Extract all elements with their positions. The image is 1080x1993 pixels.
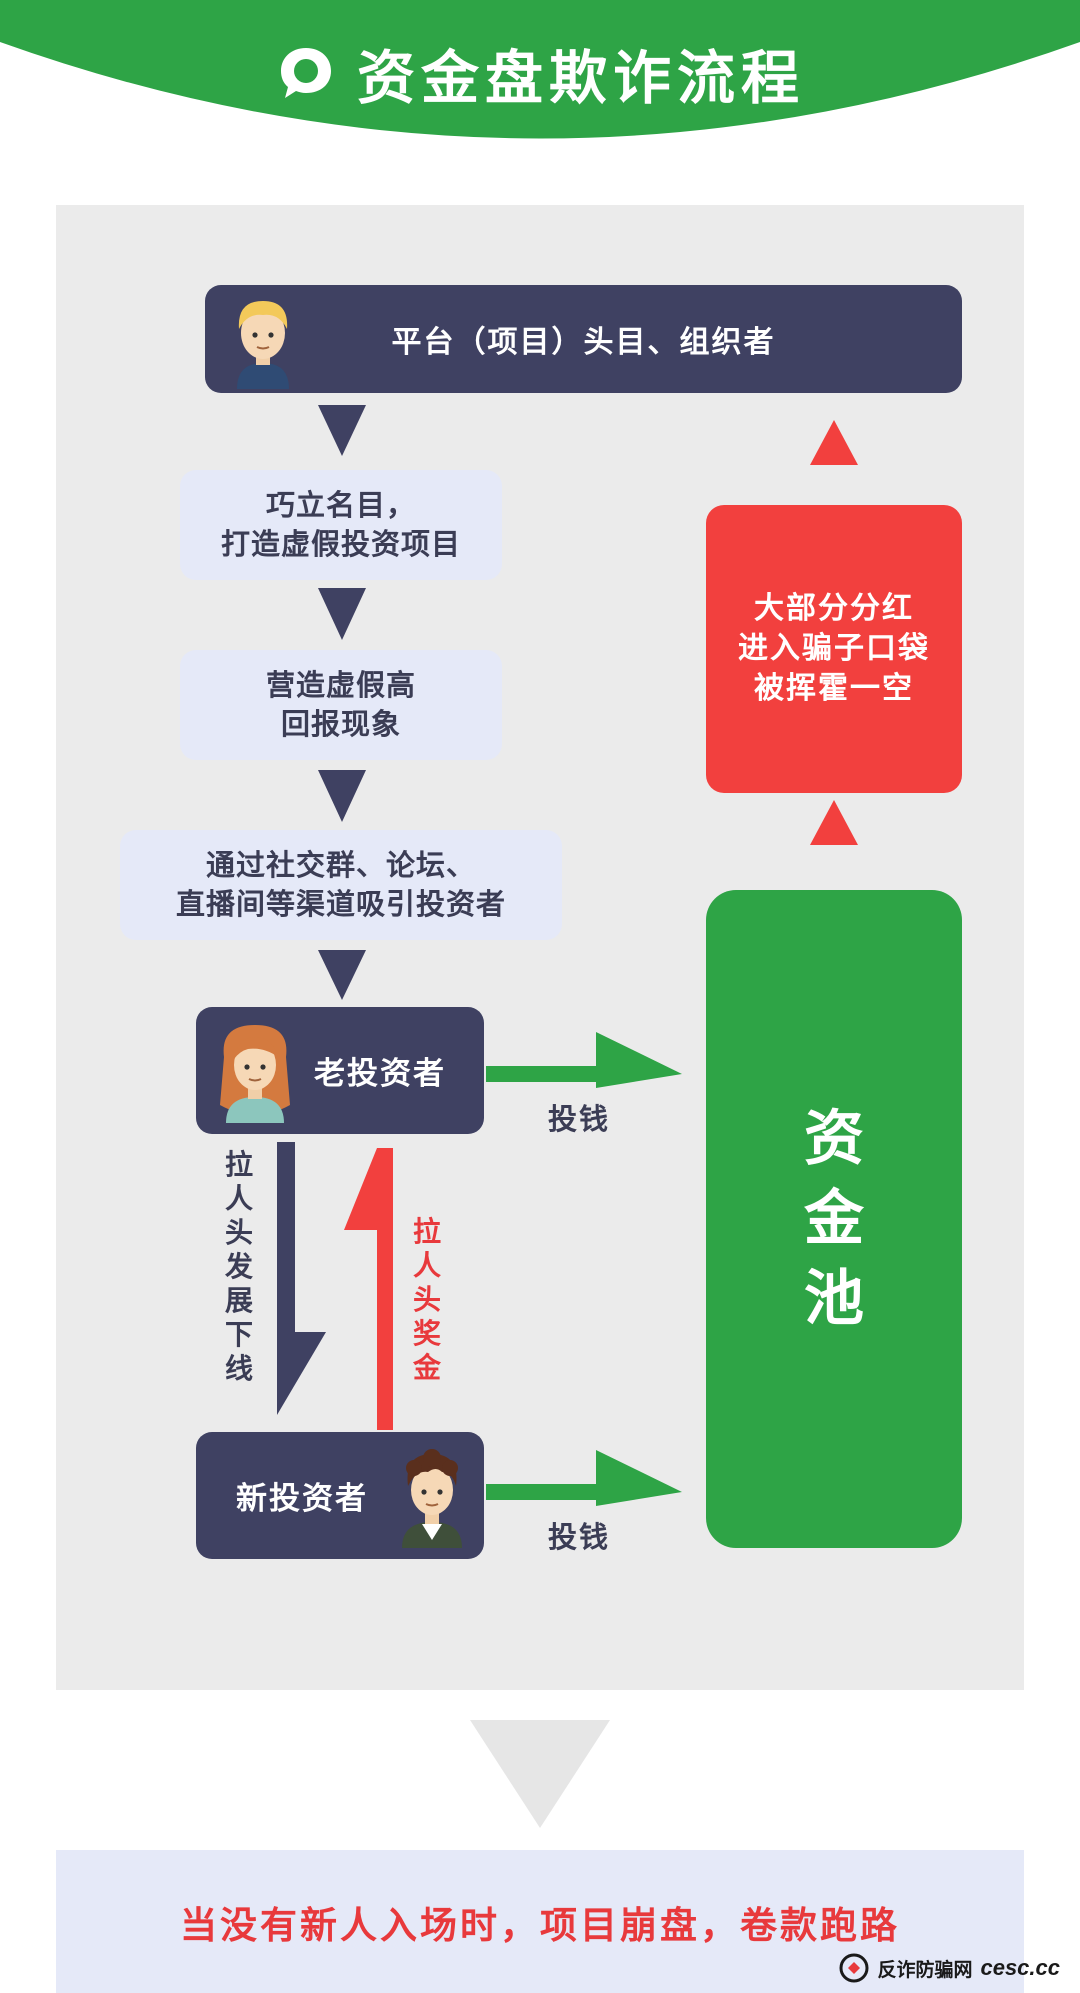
watermark: 反诈防骗网 cesc.cc xyxy=(839,1950,1060,1986)
invest-label-new: 投钱 xyxy=(548,1520,611,1554)
step2-line1: 营造虚假高 xyxy=(265,668,416,702)
leader-box: 平台（项目）头目、组织者 xyxy=(205,285,962,393)
invest-arrow-1 xyxy=(486,1032,682,1088)
recruit-bonus-arrow xyxy=(344,1148,393,1430)
conclusion-box: 当没有新人入场时，项目崩盘，卷款跑路 xyxy=(56,1850,1024,1993)
recruit-down-label: 拉人头发展下线 xyxy=(224,1148,253,1385)
leader-avatar xyxy=(237,301,289,389)
step-fake-returns: 营造虚假高 回报现象 xyxy=(180,650,502,760)
title-text: 资金盘欺诈流程 xyxy=(356,44,805,112)
recruit-bonus-label: 拉人头奖金 xyxy=(412,1215,441,1384)
collapse-down-arrow xyxy=(470,1720,610,1828)
watermark-url: cesc.cc xyxy=(980,1955,1060,1980)
step-fake-project: 巧立名目， 打造虚假投资项目 xyxy=(180,470,502,580)
down-arrow-2 xyxy=(318,588,366,640)
speech-bubble-icon xyxy=(280,48,331,98)
up-arrow-top xyxy=(810,420,858,465)
dividend-line2: 进入骗子口袋 xyxy=(738,631,930,666)
new-investor-label: 新投资者 xyxy=(236,1481,368,1517)
down-arrow-4 xyxy=(318,950,366,1000)
invest-label-old: 投钱 xyxy=(548,1102,611,1136)
step2-line2: 回报现象 xyxy=(280,707,401,741)
up-arrow-bottom xyxy=(810,800,858,845)
invest-arrow-2 xyxy=(486,1450,682,1506)
new-investor-box: 新投资者 xyxy=(196,1432,484,1559)
recruit-down-arrow xyxy=(277,1142,326,1415)
old-investor-label: 老投资者 xyxy=(314,1056,446,1092)
step1-line2: 打造虚假投资项目 xyxy=(220,527,461,561)
page-title: 资金盘欺诈流程 xyxy=(0,28,1080,118)
header-banner xyxy=(0,0,1080,139)
watermark-site: 反诈防骗网 xyxy=(877,1958,973,1981)
dividend-line3: 被挥霍一空 xyxy=(754,671,914,706)
old-investor-box: 老投资者 xyxy=(196,1007,484,1134)
leader-label: 平台（项目）头目、组织者 xyxy=(391,325,776,360)
conclusion-text: 当没有新人入场时，项目崩盘，卷款跑路 xyxy=(180,1903,900,1947)
watermark-logo-icon xyxy=(839,1953,869,1983)
old-investor-avatar xyxy=(220,1025,290,1123)
down-arrow-3 xyxy=(318,770,366,822)
step-attract-investors: 通过社交群、论坛、 直播间等渠道吸引投资者 xyxy=(120,830,562,940)
new-investor-avatar xyxy=(402,1449,462,1548)
step3-line1: 通过社交群、论坛、 xyxy=(205,848,476,882)
step1-line1: 巧立名目， xyxy=(265,488,416,522)
fund-pool-label: 资金池 xyxy=(804,1104,864,1334)
dividend-box: 大部分分红 进入骗子口袋 被挥霍一空 xyxy=(706,505,962,793)
step3-line2: 直播间等渠道吸引投资者 xyxy=(175,887,506,921)
dividend-line1: 大部分分红 xyxy=(754,591,914,626)
down-arrow-1 xyxy=(318,405,366,456)
fund-pool-box: 资金池 xyxy=(706,890,962,1548)
